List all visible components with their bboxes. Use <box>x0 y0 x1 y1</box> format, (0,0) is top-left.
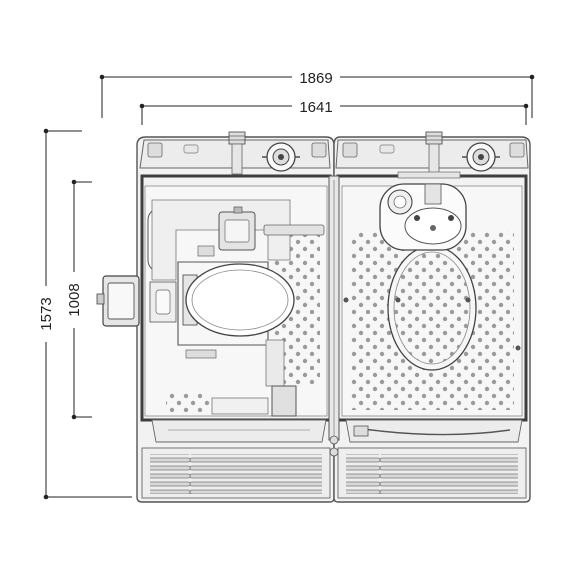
dimension-overall-width: 1869 <box>99 68 535 118</box>
inner-width-label: 1641 <box>299 99 332 116</box>
left-cabin <box>96 131 335 503</box>
dimension-room-depth: 1008 <box>65 179 92 420</box>
room-depth-label: 1008 <box>66 283 83 316</box>
roof-fan-right <box>462 142 500 172</box>
roof-fan-left <box>262 142 300 172</box>
toilet-bowl <box>149 261 295 359</box>
dimension-overall-depth: 1573 <box>37 128 132 500</box>
side-tank <box>96 275 140 327</box>
dimension-inner-width: 1641 <box>139 97 529 125</box>
shower-tray <box>387 245 477 371</box>
overall-depth-label: 1573 <box>38 297 55 330</box>
paper-holder <box>218 206 256 251</box>
vent-pipe-right <box>425 131 443 175</box>
wash-basin <box>379 183 467 251</box>
center-partition <box>328 175 340 457</box>
overall-width-label: 1869 <box>299 70 332 87</box>
right-cabin <box>333 131 531 503</box>
vent-pipe-left <box>228 131 246 175</box>
